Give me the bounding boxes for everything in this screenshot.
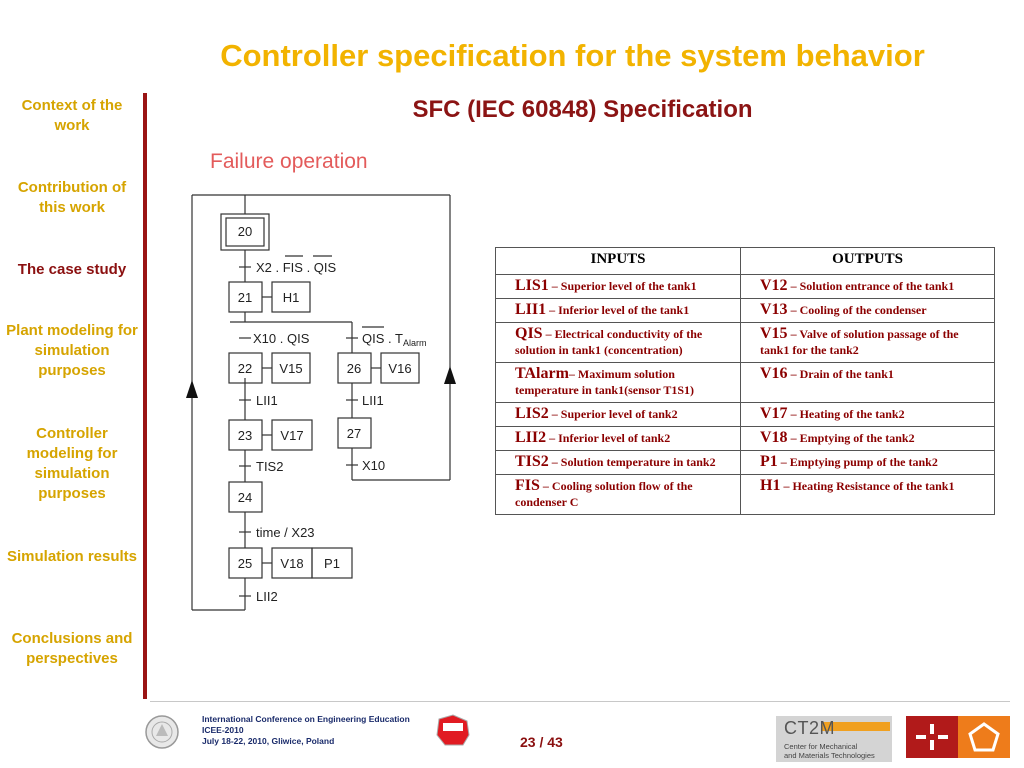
sfc-action-v17: V17 — [280, 428, 303, 443]
sfc-transition-25: LII2 — [256, 589, 278, 604]
sfc-step-21: 21 — [238, 290, 252, 305]
sfc-step-24: 24 — [238, 490, 252, 505]
sfc-step-27: 27 — [347, 426, 361, 441]
table-row: FIS – Cooling solution flow of the conde… — [496, 475, 995, 515]
sfc-transition-24: time / X23 — [256, 525, 315, 540]
university-logo-left — [906, 716, 958, 758]
sfc-action-v18: V18 — [280, 556, 303, 571]
output-cell: V13 – Cooling of the condenser — [741, 299, 995, 323]
sfc-action-v15: V15 — [279, 361, 302, 376]
input-cell: QIS – Electrical conductivity of the sol… — [496, 323, 741, 363]
sfc-transition-27: X10 — [362, 458, 385, 473]
table-row: LIS1 – Superior level of the tank1 V12 –… — [496, 275, 995, 299]
io-table: INPUTS OUTPUTS LIS1 – Superior level of … — [495, 247, 995, 515]
table-header-row: INPUTS OUTPUTS — [496, 248, 995, 275]
output-cell: H1 – Heating Resistance of the tank1 — [741, 475, 995, 515]
up-arrow-icon — [186, 380, 198, 398]
sfc-step-20: 20 — [238, 224, 252, 239]
table-row: LII1 – Inferior level of the tank1 V13 –… — [496, 299, 995, 323]
university-seal-icon — [144, 712, 180, 752]
footer-divider — [150, 701, 1010, 702]
sfc-action-p1: P1 — [324, 556, 340, 571]
input-cell: LII2 – Inferior level of tank2 — [496, 427, 741, 451]
table-row: TAlarm– Maximum solution temperature in … — [496, 363, 995, 403]
conference-info: International Conference on Engineering … — [202, 714, 410, 747]
university-logo — [906, 716, 1010, 758]
sfc-transition-22: LII1 — [256, 393, 278, 408]
sfc-transition-21b: QIS . TAlarm — [362, 331, 426, 348]
output-cell: V12 – Solution entrance of the tank1 — [741, 275, 995, 299]
sfc-step-26: 26 — [347, 361, 361, 376]
sfc-action-h1: H1 — [283, 290, 300, 305]
output-cell: V16 – Drain of the tank1 — [741, 363, 995, 403]
ct2m-tagline: Center for Mechanical and Materials Tech… — [784, 742, 875, 760]
output-cell: P1 – Emptying pump of the tank2 — [741, 451, 995, 475]
sfc-transition-21a: X10 . QIS — [253, 331, 310, 346]
page-number: 23 / 43 — [520, 734, 563, 750]
output-cell: V15 – Valve of solution passage of the t… — [741, 323, 995, 363]
output-cell: V17 – Heating of the tank2 — [741, 403, 995, 427]
output-cell: V18 – Emptying of the tank2 — [741, 427, 995, 451]
table-row: TIS2 – Solution temperature in tank2 P1 … — [496, 451, 995, 475]
inputs-header: INPUTS — [496, 248, 741, 275]
input-cell: TAlarm– Maximum solution temperature in … — [496, 363, 741, 403]
sfc-transition-26: LII1 — [362, 393, 384, 408]
conference-logo-icon — [433, 713, 473, 749]
input-cell: LII1 – Inferior level of the tank1 — [496, 299, 741, 323]
input-cell: TIS2 – Solution temperature in tank2 — [496, 451, 741, 475]
sfc-transition-23: TIS2 — [256, 459, 283, 474]
sfc-step-22: 22 — [238, 361, 252, 376]
input-cell: LIS2 – Superior level of tank2 — [496, 403, 741, 427]
asterisk-icon — [906, 716, 958, 758]
table-row: LII2 – Inferior level of tank2 V18 – Emp… — [496, 427, 995, 451]
outputs-header: OUTPUTS — [741, 248, 995, 275]
table-row: LIS2 – Superior level of tank2 V17 – Hea… — [496, 403, 995, 427]
university-logo-right — [958, 716, 1010, 758]
sfc-step-23: 23 — [238, 428, 252, 443]
pentagon-icon — [958, 716, 1010, 758]
input-cell: FIS – Cooling solution flow of the conde… — [496, 475, 741, 515]
ct2m-logo-text: CT2M — [784, 718, 835, 739]
ct2m-logo: CT2M Center for Mechanical and Materials… — [776, 716, 892, 762]
up-arrow-icon — [444, 366, 456, 384]
sfc-transition-20: X2 . FIS . QIS — [256, 260, 337, 275]
sfc-action-v16: V16 — [388, 361, 411, 376]
input-cell: LIS1 – Superior level of the tank1 — [496, 275, 741, 299]
sfc-step-25: 25 — [238, 556, 252, 571]
table-row: QIS – Electrical conductivity of the sol… — [496, 323, 995, 363]
